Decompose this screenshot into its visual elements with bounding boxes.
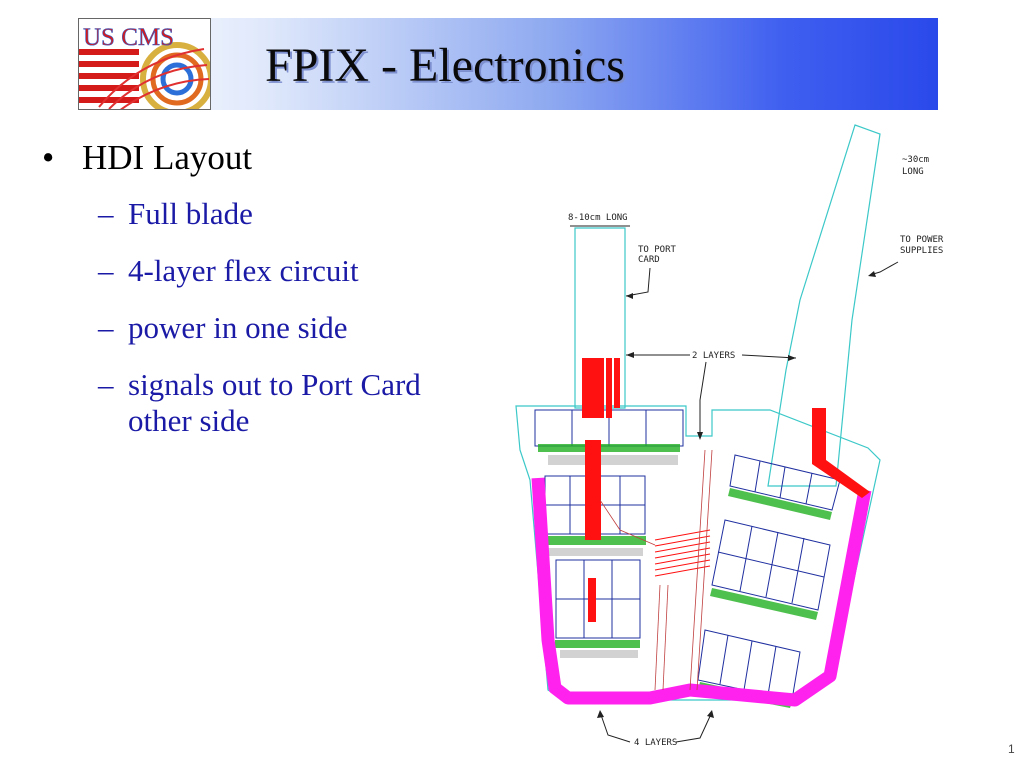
signal-traces xyxy=(582,358,870,622)
sub-bullet: – signals out to Port Card other side xyxy=(40,367,460,439)
hdi-layout-diagram: ~30cm LONG 8-10cm LONG TO PORT CARD TO P… xyxy=(515,124,944,748)
flex-crossing xyxy=(654,529,711,577)
label-4-layers: 4 LAYERS xyxy=(634,738,677,748)
readout-chips xyxy=(538,444,832,708)
routing-lines xyxy=(599,449,713,691)
label-8-10cm: 8-10cm LONG xyxy=(568,213,628,223)
label-to-port-card: CARD xyxy=(638,255,660,265)
label-30cm-long: LONG xyxy=(902,167,924,177)
bullet-dot-icon: • xyxy=(42,138,55,177)
port-tail-outline xyxy=(574,227,626,409)
label-to-port: TO PORT xyxy=(638,245,677,255)
power-tail-outline xyxy=(767,124,881,487)
sub-bullet: – power in one side xyxy=(40,310,460,346)
logo-text: US CMS xyxy=(83,24,174,51)
label-to-power: TO POWER xyxy=(900,235,944,245)
annotation-leaders xyxy=(570,225,899,743)
dash-icon: – xyxy=(98,253,114,288)
logo-graphic: US CMS xyxy=(79,19,210,109)
flag-stripes xyxy=(79,49,139,103)
label-30cm: ~30cm xyxy=(902,155,929,165)
gray-pads xyxy=(548,455,678,658)
us-cms-logo: US CMS xyxy=(78,18,211,110)
label-supplies: SUPPLIES xyxy=(900,246,943,256)
dash-icon: – xyxy=(98,310,114,345)
sub-bullet-text: Full blade xyxy=(128,196,253,231)
arrow-heads xyxy=(597,271,876,718)
sub-bullet: – 4-layer flex circuit xyxy=(40,253,460,289)
label-2-layers: 2 LAYERS xyxy=(692,351,735,361)
title-bar xyxy=(78,18,938,110)
bullet-main: • HDI Layout xyxy=(40,134,460,182)
dash-icon: – xyxy=(98,196,114,231)
sub-bullet-text: signals out to Port Card other side xyxy=(128,367,421,438)
event-display-icon xyxy=(98,42,210,109)
power-trace xyxy=(531,477,872,707)
sub-bullet: – Full blade xyxy=(40,196,460,232)
sub-bullet-text: power in one side xyxy=(128,310,348,345)
sensor-grid-right xyxy=(697,454,841,701)
slide-title: FPIX - Electronics xyxy=(265,39,625,92)
sub-bullet-text: 4-layer flex circuit xyxy=(128,253,359,288)
dash-icon: – xyxy=(98,367,114,402)
bullet-main-text: HDI Layout xyxy=(82,138,253,177)
slide-number: 1 xyxy=(1008,742,1015,756)
bullet-list: • HDI Layout – Full blade – 4-layer flex… xyxy=(40,134,460,439)
